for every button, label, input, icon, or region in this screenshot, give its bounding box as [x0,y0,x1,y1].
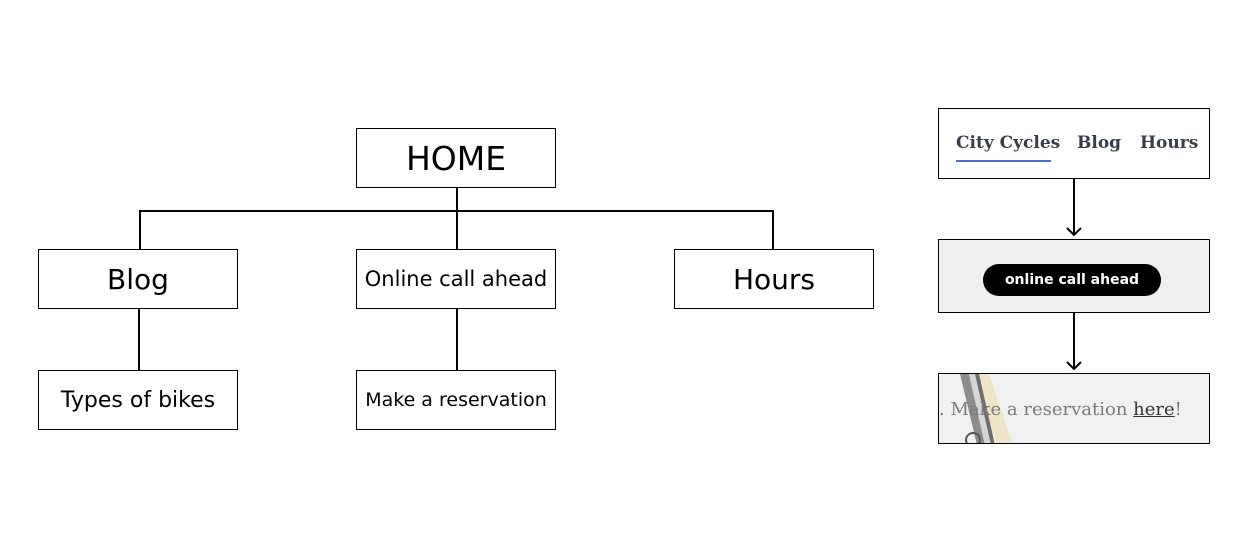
node-types-of-bikes: Types of bikes [38,370,238,430]
reservation-here-link[interactable]: here [1133,399,1175,420]
reservation-text-after: ! [1174,399,1182,420]
arrow-down-icon [1066,179,1082,237]
reservation-screenshot: . Make a reservation here! [938,373,1210,444]
online-call-ahead-button[interactable]: online call ahead [983,264,1161,296]
node-home: HOME [356,128,556,188]
nav-active-underline [956,160,1051,162]
connector-to-hours [772,210,774,250]
connector-to-call-ahead [456,210,458,250]
reservation-text: . Make a reservation here! [939,399,1182,420]
connector-home-down [456,187,458,211]
node-blog: Blog [38,249,238,309]
connector-blog-to-types [138,308,140,371]
node-hours: Hours [674,249,874,309]
call-ahead-screenshot: online call ahead [938,239,1210,313]
bike-photo-fragment [960,374,1013,443]
node-online-call-ahead: Online call ahead [356,249,556,309]
nav-item-city-cycles[interactable]: City Cycles [956,133,1061,153]
reservation-text-before: . Make a reservation [939,399,1134,420]
arrow-down-icon [1066,313,1082,371]
nav-screenshot: City Cycles Blog Hours [938,108,1210,179]
connector-to-blog [139,210,141,250]
node-make-reservation: Make a reservation [356,370,556,430]
nav-item-blog[interactable]: Blog [1077,133,1122,153]
connector-call-to-reservation [456,308,458,371]
nav-item-hours[interactable]: Hours [1140,133,1199,153]
